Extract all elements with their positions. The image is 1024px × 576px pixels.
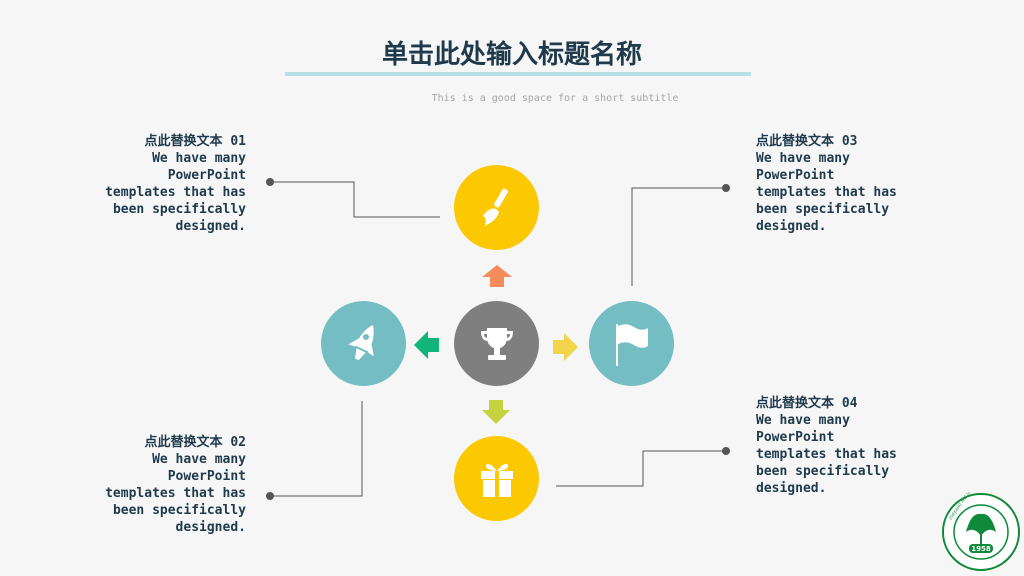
- block-body-03: We have many PowerPoint templates that h…: [756, 151, 897, 234]
- arrow-right-icon: [553, 333, 578, 361]
- flag-icon: [615, 323, 648, 366]
- ginkgo-leaf-icon: [966, 513, 996, 548]
- slide-subtitle[interactable]: This is a good space for a short subtitl…: [431, 93, 679, 104]
- connector-03: [631, 187, 726, 286]
- center-circle[interactable]: [454, 301, 539, 386]
- slide-title[interactable]: 单击此处输入标题名称: [381, 40, 642, 70]
- bottom-circle[interactable]: [454, 436, 539, 521]
- trophy-icon: [480, 327, 513, 360]
- block-body-02: We have many PowerPoint templates that h…: [105, 452, 246, 535]
- connector-dot-02: [266, 492, 274, 500]
- university-logo: 1958 ZHEJIANG A&F UNIVERSITY: [941, 473, 1021, 572]
- connector-dot-04: [722, 447, 730, 455]
- connector-02: [270, 401, 363, 497]
- arrow-down-icon: [482, 400, 510, 424]
- connector-01: [270, 181, 440, 218]
- text-block-04[interactable]: 点此替换文本 04 We have many PowerPoint templa…: [756, 395, 956, 497]
- text-block-01[interactable]: 点此替换文本 01 We have many PowerPoint templa…: [46, 133, 246, 235]
- block-heading-02: 点此替换文本 02: [144, 435, 246, 450]
- block-heading-04: 点此替换文本 04: [756, 396, 858, 411]
- title-underline: [285, 72, 751, 76]
- arrow-up-icon: [482, 265, 512, 287]
- block-heading-01: 点此替换文本 01: [144, 134, 246, 149]
- gift-icon: [480, 463, 513, 497]
- text-block-02[interactable]: 点此替换文本 02 We have many PowerPoint templa…: [46, 434, 246, 536]
- connector-dot-01: [266, 178, 274, 186]
- connector-04: [556, 450, 726, 487]
- top-circle[interactable]: [454, 165, 539, 250]
- text-block-03[interactable]: 点此替换文本 03 We have many PowerPoint templa…: [756, 133, 956, 235]
- connector-dot-03: [722, 184, 730, 192]
- paintbrush-icon: [482, 188, 508, 226]
- arrow-left-icon: [414, 331, 439, 359]
- logo-year: 1958: [971, 545, 991, 553]
- block-heading-03: 点此替换文本 03: [756, 134, 858, 149]
- right-circle[interactable]: [589, 301, 674, 386]
- block-body-04: We have many PowerPoint templates that h…: [756, 413, 897, 496]
- block-body-01: We have many PowerPoint templates that h…: [105, 151, 246, 234]
- left-circle[interactable]: [321, 301, 406, 386]
- rocket-icon: [347, 324, 374, 360]
